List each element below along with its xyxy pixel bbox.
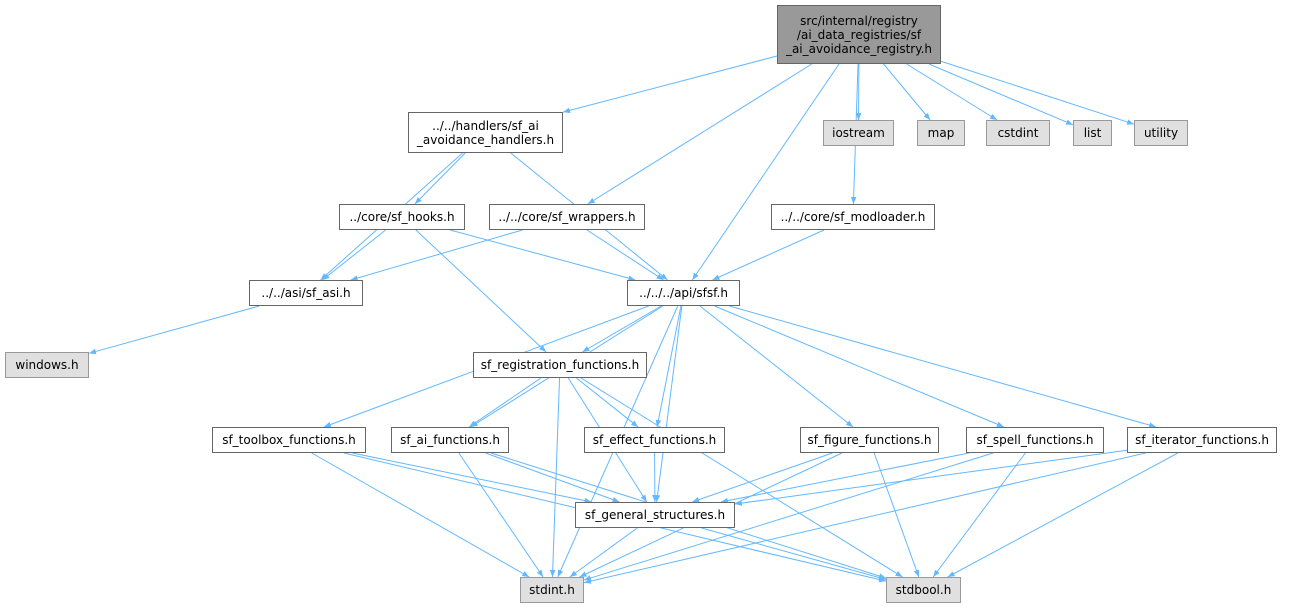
edge-figure-to-general — [692, 452, 833, 503]
node-ai[interactable]: sf_ai_functions.h — [391, 427, 509, 453]
edge-root-to-wrappers — [587, 63, 813, 205]
edge-spell-to-stdbool — [932, 452, 1026, 578]
node-figure[interactable]: sf_figure_functions.h — [800, 427, 939, 453]
edge-root-to-handlers — [562, 55, 778, 114]
edge-wrappers-to-asi — [350, 229, 523, 281]
node-stdint: stdint.h — [520, 577, 584, 603]
edge-hooks-to-asi — [322, 229, 386, 281]
node-registration[interactable]: sf_registration_functions.h — [473, 352, 647, 378]
edge-root-to-sfsf — [691, 63, 840, 281]
edge-registration-to-stdint — [549, 377, 561, 578]
edge-asi-to-windows — [88, 305, 260, 355]
edge-sfsf-to-spell — [714, 305, 1005, 428]
edge-iterator-to-general — [734, 449, 1128, 506]
edge-wrappers-to-sfsf — [586, 229, 664, 281]
edge-toolbox-to-general — [352, 452, 592, 504]
node-hooks[interactable]: ../core/sf_hooks.h — [339, 204, 465, 230]
edge-general-to-stdbool — [701, 527, 887, 581]
node-toolbox[interactable]: sf_toolbox_functions.h — [212, 427, 366, 453]
node-handlers[interactable]: ../../handlers/sf_ai _avoidance_handlers… — [408, 112, 563, 153]
edge-sfsf-to-registration — [582, 305, 662, 353]
edge-modloader-to-sfsf — [712, 229, 825, 281]
edge-hooks-to-registration — [415, 229, 547, 353]
node-wrappers[interactable]: ../../core/sf_wrappers.h — [489, 204, 645, 230]
edge-root-to-list — [928, 63, 1074, 126]
edge-sfsf-to-effect — [655, 305, 682, 428]
node-list: list — [1073, 120, 1112, 146]
edge-toolbox-to-stdint — [311, 452, 530, 578]
node-general[interactable]: sf_general_structures.h — [575, 502, 735, 528]
edge-iterator-to-stdbool — [947, 452, 1179, 578]
edge-registration-to-stdbool — [580, 377, 903, 578]
node-spell[interactable]: sf_spell_functions.h — [966, 427, 1104, 453]
edge-sfsf-to-general — [654, 305, 683, 503]
edge-spell-to-stdint — [583, 452, 994, 581]
node-stdbool: stdbool.h — [886, 577, 961, 603]
edge-registration-to-ai — [468, 377, 542, 428]
edge-spell-to-general — [720, 452, 970, 504]
edge-sfsf-to-figure — [699, 305, 854, 428]
edge-handlers-to-hooks — [414, 152, 466, 205]
edge-figure-to-stdbool — [873, 452, 920, 578]
edge-hooks-to-sfsf — [450, 229, 636, 281]
edge-general-to-stdint — [569, 527, 638, 578]
edge-registration-to-effect — [576, 377, 639, 428]
node-map: map — [917, 120, 965, 146]
node-asi[interactable]: ../../asi/sf_asi.h — [249, 280, 363, 306]
node-cstdint: cstdint — [986, 120, 1050, 146]
edge-root-to-cstdint — [906, 63, 998, 121]
node-iostream: iostream — [823, 120, 894, 146]
node-windows: windows.h — [5, 352, 89, 378]
edge-ai-to-stdint — [458, 452, 544, 578]
node-sfsf[interactable]: ../../../api/sfsf.h — [627, 280, 740, 306]
edge-ai-to-general — [485, 452, 620, 503]
node-effect[interactable]: sf_effect_functions.h — [584, 427, 725, 453]
edge-root-to-map — [883, 63, 931, 121]
node-utility: utility — [1134, 120, 1188, 146]
node-root[interactable]: src/internal/registry /ai_data_registrie… — [777, 5, 941, 64]
node-iterator[interactable]: sf_iterator_functions.h — [1127, 427, 1277, 453]
edge-iterator-to-stdint — [583, 452, 1146, 584]
edge-root-to-utility — [940, 60, 1135, 125]
node-modloader[interactable]: ../../core/sf_modloader.h — [771, 204, 935, 230]
edge-sfsf-to-iterator — [729, 305, 1157, 428]
